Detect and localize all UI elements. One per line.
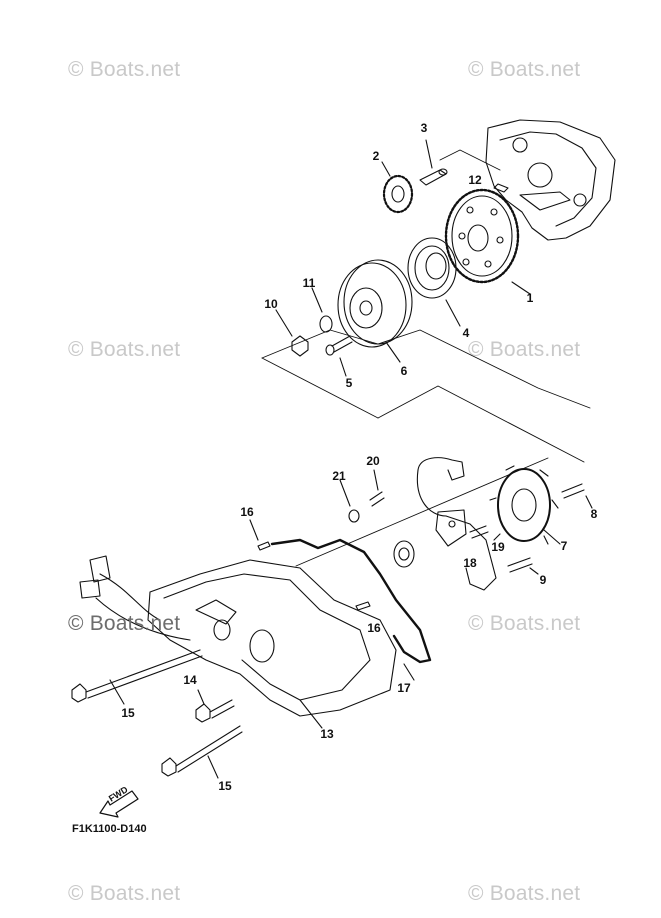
callout-3[interactable]: 3 <box>420 121 428 135</box>
oil-seal <box>393 540 415 568</box>
flywheel-6 <box>337 259 413 363</box>
dowel-pin-16b <box>355 601 371 611</box>
callout-15b[interactable]: 15 <box>218 779 232 793</box>
callout-21[interactable]: 21 <box>332 469 346 483</box>
stator-7 <box>489 465 561 545</box>
long-bolt-15b <box>161 725 243 779</box>
diagram-code: F1K1100-D140 <box>72 823 147 835</box>
callout-11[interactable]: 11 <box>302 276 316 290</box>
fwd-arrow-icon <box>99 790 139 818</box>
callout-8[interactable]: 8 <box>590 507 598 521</box>
callout-5[interactable]: 5 <box>345 376 353 390</box>
nut-10 <box>275 309 309 357</box>
stator-harness <box>416 457 497 591</box>
crankcase-outline <box>485 119 616 241</box>
callout-1[interactable]: 1 <box>526 291 534 305</box>
watermark-bottom-left: © Boats.net <box>68 882 181 905</box>
group-line-top <box>261 149 591 567</box>
washer-21 <box>339 479 360 523</box>
washer-11 <box>311 287 333 333</box>
callout-6[interactable]: 6 <box>400 364 408 378</box>
callout-14[interactable]: 14 <box>183 673 197 687</box>
dowel-pin-16a <box>249 519 271 551</box>
bolt-9 <box>507 557 539 575</box>
callout-18[interactable]: 18 <box>463 556 477 570</box>
connector-harness <box>79 555 191 641</box>
bolt-8 <box>561 483 593 509</box>
generator-cover-13 <box>147 559 397 729</box>
watermark-bottom-right: © Boats.net <box>468 882 581 905</box>
watermark-mid-right: © Boats.net <box>468 338 581 361</box>
callout-7[interactable]: 7 <box>560 539 568 553</box>
callout-13[interactable]: 13 <box>320 727 334 741</box>
bolt-14 <box>195 689 235 723</box>
watermark-mid-left: © Boats.net <box>68 338 181 361</box>
shaft-3 <box>419 139 448 186</box>
bolt-20 <box>369 469 385 507</box>
watermark-lower-right: © Boats.net <box>468 612 581 635</box>
callout-16a[interactable]: 16 <box>240 505 254 519</box>
watermark-top-left: © Boats.net <box>68 58 181 81</box>
callout-17[interactable]: 17 <box>397 681 411 695</box>
bolt-19 <box>469 525 489 539</box>
callout-12[interactable]: 12 <box>468 173 482 187</box>
callout-4[interactable]: 4 <box>462 326 470 340</box>
watermark-top-right: © Boats.net <box>468 58 581 81</box>
bolt-5 <box>325 335 353 377</box>
idler-gear-2 <box>381 161 414 214</box>
callout-15a[interactable]: 15 <box>121 706 135 720</box>
watermark-lower-left: © Boats.net <box>68 612 181 635</box>
callout-9[interactable]: 9 <box>539 573 547 587</box>
woodruff-key-12 <box>493 183 509 193</box>
callout-16b[interactable]: 16 <box>367 621 381 635</box>
clutch-4 <box>407 237 461 327</box>
long-bolt-15a <box>71 649 203 705</box>
callout-19[interactable]: 19 <box>491 540 505 554</box>
gasket-17 <box>270 538 432 681</box>
callout-2[interactable]: 2 <box>372 149 380 163</box>
callout-20[interactable]: 20 <box>366 454 380 468</box>
starter-gear-1 <box>444 188 531 295</box>
callout-10[interactable]: 10 <box>264 297 278 311</box>
